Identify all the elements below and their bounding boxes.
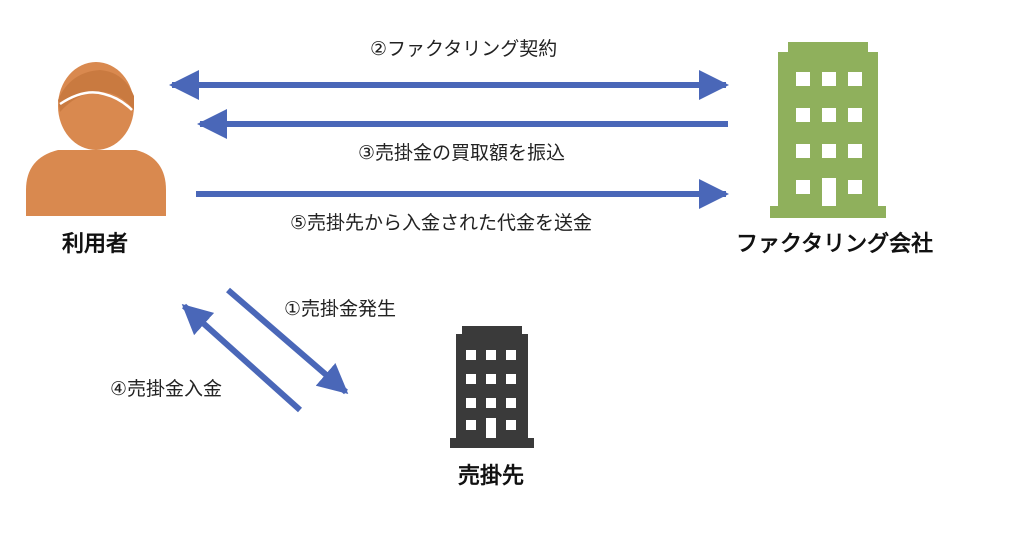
flow-label-step2: ②ファクタリング契約 — [370, 38, 558, 60]
customer-label: 売掛先 — [458, 464, 525, 489]
arrow-step1 — [226, 287, 349, 395]
flow-label-step5: ⑤売掛先から入金された代金を送金 — [290, 212, 593, 234]
arrow-step4 — [181, 303, 303, 413]
flow-label-step1: ①売掛金発生 — [284, 298, 397, 320]
office-building-icon — [770, 42, 886, 218]
flow-label-step3: ③売掛金の買取額を振込 — [358, 142, 566, 164]
customer-building-icon — [450, 326, 534, 448]
factoring-company-label: ファクタリング会社 — [736, 232, 934, 257]
user-label: 利用者 — [62, 232, 129, 257]
person-icon — [26, 62, 166, 216]
flow-label-step4: ④売掛金入金 — [110, 378, 223, 400]
